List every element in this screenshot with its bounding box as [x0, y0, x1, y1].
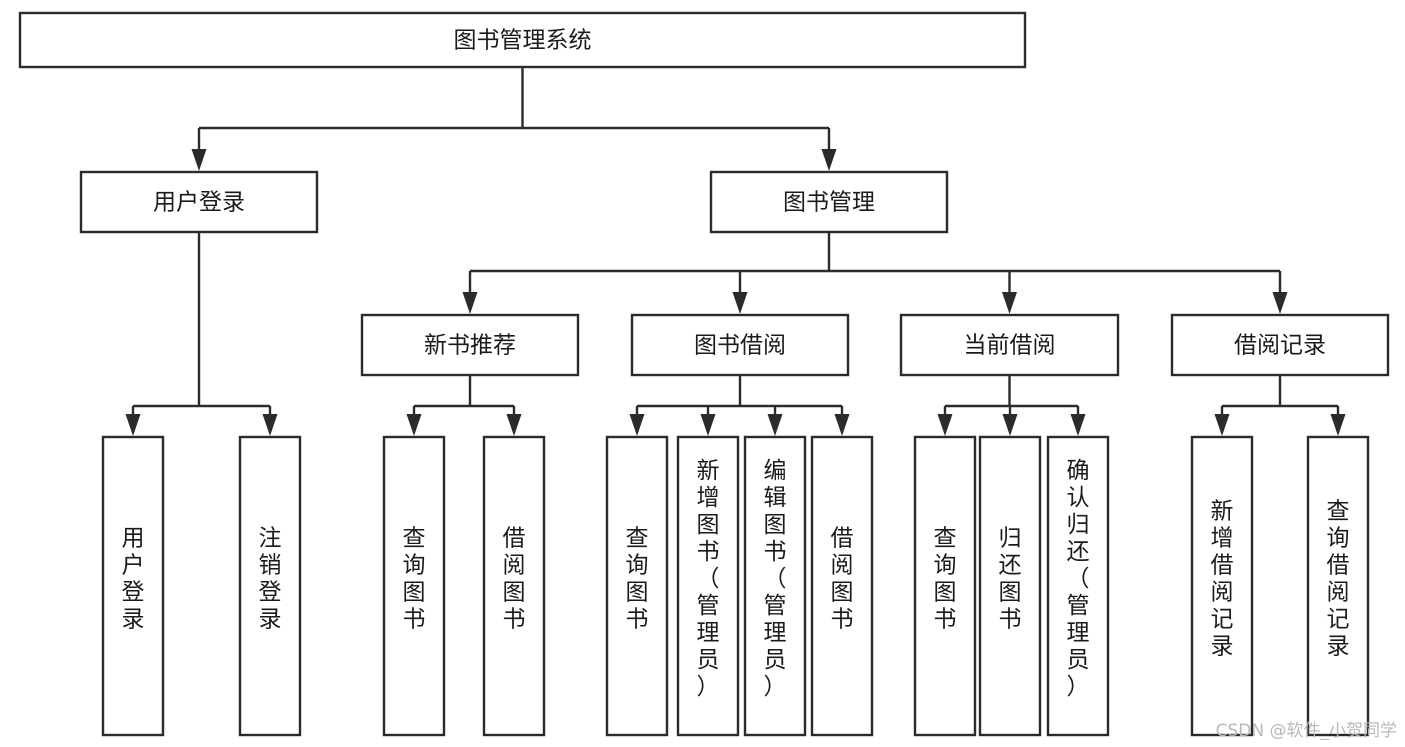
node-label-leaf-edit-book: 编辑图书（管理员） [764, 458, 787, 700]
node-label-book-manage: 图书管理 [783, 190, 875, 216]
node-borrow-record[interactable]: 借阅记录 [1170, 313, 1390, 377]
node-leaf-edit-book[interactable]: 编辑图书（管理员） [743, 435, 807, 737]
node-label-leaf-return-book: 归还图书 [999, 526, 1022, 633]
watermark-label: CSDN @软件_小贺同学 [1215, 721, 1397, 741]
connector-group-user-login [125, 232, 278, 436]
node-book-borrow[interactable]: 图书借阅 [630, 313, 850, 377]
node-label-leaf-add-book: 新增图书（管理员） [697, 458, 720, 700]
node-label-user-login: 用户登录 [153, 190, 245, 216]
node-label-leaf-query-book-1: 查询图书 [403, 526, 426, 633]
node-book-manage[interactable]: 图书管理 [709, 170, 949, 234]
node-box-leaf-return-book [978, 435, 1042, 737]
node-label-root: 图书管理系统 [454, 28, 592, 54]
node-box-borrow-record [1170, 313, 1390, 377]
node-label-leaf-confirm-return: 确认归还（管理员） [1067, 458, 1090, 700]
node-box-leaf-add-book [676, 435, 740, 737]
node-box-leaf-borrow-book-1 [482, 435, 546, 737]
node-label-leaf-borrow-book-2: 借阅图书 [831, 526, 854, 633]
node-label-leaf-user-logout: 注销登录 [259, 526, 282, 633]
connector-group-book-manage [462, 232, 1288, 314]
node-label-leaf-user-login: 用户登录 [122, 526, 145, 633]
node-label-leaf-borrow-book-1: 借阅图书 [503, 526, 526, 633]
node-box-new-book-recommend [360, 313, 580, 377]
node-box-leaf-query-book-1 [382, 435, 446, 737]
node-label-leaf-add-borrow-record: 新增借阅记录 [1211, 499, 1234, 660]
node-box-user-login [79, 170, 319, 234]
node-leaf-return-book[interactable]: 归还图书 [978, 435, 1042, 737]
node-leaf-borrow-book-1[interactable]: 借阅图书 [482, 435, 546, 737]
node-label-leaf-query-book-2: 查询图书 [626, 526, 649, 633]
node-box-leaf-query-borrow-record [1306, 435, 1370, 737]
connector-group-current-borrow [937, 375, 1086, 436]
node-box-current-borrow [899, 313, 1120, 377]
node-leaf-query-book-3[interactable]: 查询图书 [913, 435, 977, 737]
node-leaf-user-logout[interactable]: 注销登录 [238, 435, 302, 737]
node-box-book-borrow [630, 313, 850, 377]
node-box-leaf-edit-book [743, 435, 807, 737]
node-leaf-borrow-book-2[interactable]: 借阅图书 [810, 435, 874, 737]
node-label-book-borrow: 图书借阅 [694, 333, 786, 359]
node-label-leaf-query-borrow-record: 查询借阅记录 [1327, 499, 1350, 660]
connector-group-root [191, 67, 837, 171]
node-user-login[interactable]: 用户登录 [79, 170, 319, 234]
node-box-root [18, 11, 1027, 69]
node-box-leaf-query-book-3 [913, 435, 977, 737]
node-label-leaf-query-book-3: 查询图书 [934, 526, 957, 633]
node-label-borrow-record: 借阅记录 [1234, 333, 1326, 359]
node-box-leaf-confirm-return [1046, 435, 1110, 737]
node-current-borrow[interactable]: 当前借阅 [899, 313, 1120, 377]
node-box-leaf-query-book-2 [605, 435, 669, 737]
node-leaf-query-book-1[interactable]: 查询图书 [382, 435, 446, 737]
connector-group-borrow-record [1214, 375, 1346, 436]
node-root[interactable]: 图书管理系统 [18, 11, 1027, 69]
node-layer: 图书管理系统用户登录图书管理新书推荐图书借阅当前借阅借阅记录用户登录注销登录查询… [18, 11, 1390, 737]
node-box-leaf-user-logout [238, 435, 302, 737]
connector-layer [125, 67, 1346, 436]
node-box-book-manage [709, 170, 949, 234]
node-leaf-add-borrow-record[interactable]: 新增借阅记录 [1190, 435, 1254, 737]
node-leaf-query-book-2[interactable]: 查询图书 [605, 435, 669, 737]
node-label-new-book-recommend: 新书推荐 [424, 333, 516, 359]
node-new-book-recommend[interactable]: 新书推荐 [360, 313, 580, 377]
node-leaf-user-login[interactable]: 用户登录 [101, 435, 165, 737]
node-box-leaf-borrow-book-2 [810, 435, 874, 737]
connector-group-book-borrow [629, 375, 850, 436]
connector-group-new-book-recommend [406, 375, 522, 436]
node-box-leaf-user-login [101, 435, 165, 737]
node-leaf-add-book[interactable]: 新增图书（管理员） [676, 435, 740, 737]
node-leaf-query-borrow-record[interactable]: 查询借阅记录 [1306, 435, 1370, 737]
node-label-current-borrow: 当前借阅 [964, 333, 1056, 359]
node-box-leaf-add-borrow-record [1190, 435, 1254, 737]
node-leaf-confirm-return[interactable]: 确认归还（管理员） [1046, 435, 1110, 737]
